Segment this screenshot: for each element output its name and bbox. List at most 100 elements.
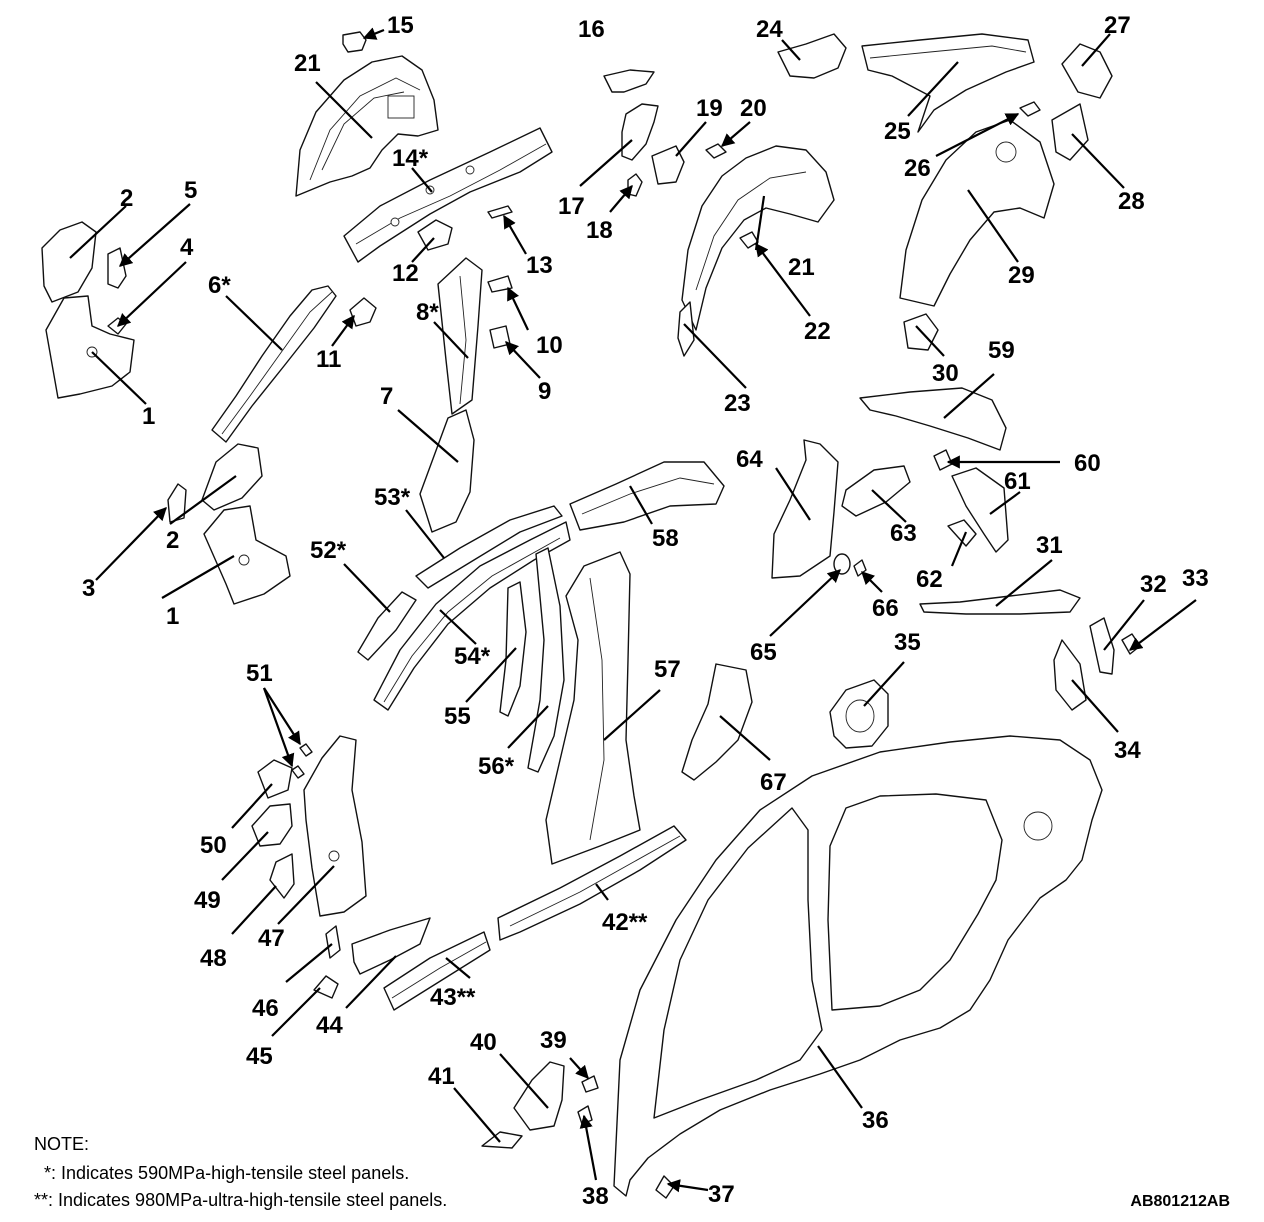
- part-5: [107, 247, 127, 289]
- part-37: [655, 1175, 675, 1199]
- part-45: [313, 975, 339, 999]
- callout-label: 26: [904, 155, 931, 182]
- part-42: [497, 825, 687, 941]
- callout-label: 9: [538, 378, 551, 405]
- callout-label: 30: [932, 360, 959, 387]
- part-2-upper: [41, 221, 97, 303]
- part-25: [861, 33, 1035, 133]
- callout-label: 56*: [478, 753, 515, 780]
- part-22: [739, 231, 759, 249]
- part-40: [513, 1061, 565, 1131]
- callout-label: 19: [696, 95, 723, 122]
- callout-label: 40: [470, 1029, 497, 1056]
- callout-label: 4: [180, 234, 194, 261]
- callout-label: 44: [316, 1012, 343, 1039]
- part-43: [383, 931, 491, 1011]
- callout-label: 36: [862, 1107, 889, 1134]
- callout-label: 1: [166, 603, 179, 630]
- part-62: [947, 519, 977, 547]
- callout-label: 16: [578, 16, 605, 43]
- part-9: [489, 325, 511, 349]
- callout-label: 58: [652, 525, 679, 552]
- callout-label: 62: [916, 566, 943, 593]
- part-3: [167, 483, 187, 523]
- part-48: [269, 853, 295, 899]
- part-1-lower: [203, 505, 291, 605]
- callout-label: 37: [708, 1181, 735, 1208]
- callout-label: 66: [872, 595, 899, 622]
- callout-label: 67: [760, 769, 787, 796]
- part-26: [1019, 101, 1041, 117]
- callout-label: 39: [540, 1027, 567, 1054]
- callout-label: 10: [536, 332, 563, 359]
- note-line-980mpa: **: Indicates 980MPa-ultra-high-tensile …: [34, 1190, 448, 1210]
- callout-label: 6*: [208, 272, 231, 299]
- callout-label: 31: [1036, 532, 1063, 559]
- callout-label: 41: [428, 1063, 455, 1090]
- callout-label: 35: [894, 629, 921, 656]
- part-15: [342, 31, 367, 53]
- callout-label: 59: [988, 337, 1015, 364]
- part-27: [1061, 43, 1113, 99]
- part-28: [1051, 103, 1089, 161]
- part-24: [777, 33, 847, 79]
- part-59: [859, 387, 1007, 451]
- callout-label: 54*: [454, 643, 491, 670]
- part-47: [303, 735, 367, 917]
- part-57: [545, 551, 641, 865]
- part-55: [499, 581, 527, 717]
- callout-label: 42**: [602, 909, 648, 936]
- callout-label: 20: [740, 95, 767, 122]
- part-61: [951, 467, 1009, 553]
- callout-label: 52*: [310, 537, 347, 564]
- part-58: [569, 461, 725, 531]
- part-60: [933, 449, 953, 471]
- part-18: [627, 173, 643, 197]
- callout-label: 8*: [416, 299, 439, 326]
- callout-label: 46: [252, 995, 279, 1022]
- part-2-lower: [201, 443, 263, 511]
- callout-label: 38: [582, 1183, 609, 1210]
- callout-label: 51: [246, 660, 273, 687]
- callout-label: 57: [654, 656, 681, 683]
- callout-label: 43**: [430, 984, 476, 1011]
- part-6-a-pillar: [211, 285, 337, 443]
- part-41: [481, 1131, 523, 1149]
- part-29: [899, 119, 1055, 307]
- callout-label: 64: [736, 446, 763, 473]
- part-46: [325, 925, 341, 959]
- callout-label: 27: [1104, 12, 1131, 39]
- part-52: [357, 591, 417, 661]
- callout-label: 18: [586, 217, 613, 244]
- callout-label: 63: [890, 520, 917, 547]
- part-56: [527, 547, 565, 773]
- part-23: [677, 301, 695, 357]
- part-32: [1089, 617, 1115, 675]
- part-12: [417, 219, 453, 251]
- note-title: NOTE:: [34, 1134, 90, 1154]
- part-21-wheelhouse-outer: [681, 145, 835, 331]
- figure-code: AB801212AB: [1130, 1193, 1230, 1210]
- part-63: [841, 465, 911, 517]
- part-53: [415, 505, 563, 589]
- leader-lines: [69, 27, 1197, 1193]
- part-20: [705, 143, 727, 159]
- part-17: [621, 103, 659, 161]
- callout-label: 3: [82, 575, 95, 602]
- part-16: [603, 69, 655, 93]
- callout-label: 28: [1118, 188, 1145, 215]
- callout-label: 29: [1008, 262, 1035, 289]
- part-7: [419, 409, 475, 533]
- callout-label: 61: [1004, 468, 1031, 495]
- callout-label: 23: [724, 390, 751, 417]
- callout-label: 48: [200, 945, 227, 972]
- callout-label: 5: [184, 177, 197, 204]
- callout-label: 33: [1182, 565, 1209, 592]
- part-11: [349, 297, 377, 327]
- callout-label: 53*: [374, 484, 411, 511]
- callout-label: 7: [380, 383, 393, 410]
- callout-label: 34: [1114, 737, 1141, 764]
- part-64: [771, 439, 839, 579]
- callout-label: 11: [316, 346, 341, 373]
- callout-label: 1: [142, 403, 155, 430]
